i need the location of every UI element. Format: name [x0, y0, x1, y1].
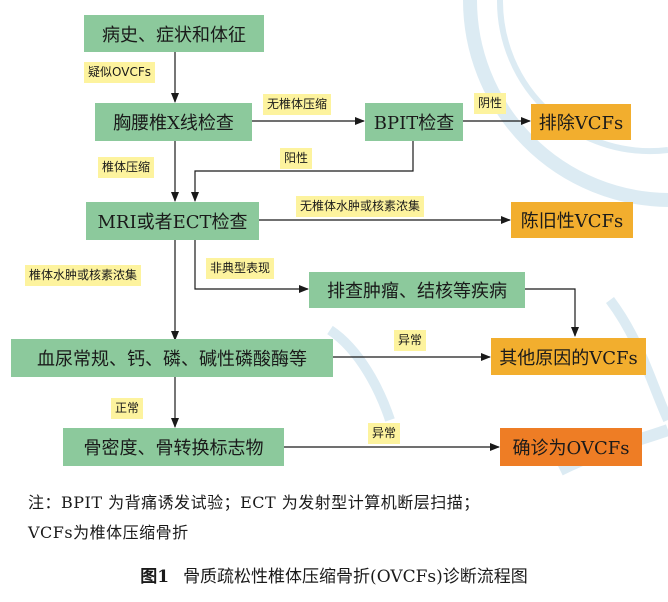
- label-bone-abnormal: 异常: [368, 423, 401, 444]
- label-normal: 正常: [111, 398, 144, 419]
- node-old-vcfs: 陈旧性VCFs: [511, 202, 633, 238]
- node-history: 病史、症状和体征: [84, 15, 264, 52]
- label-blood-abnormal: 异常: [394, 330, 427, 351]
- figure-title: 骨质疏松性椎体压缩骨折(OVCFs)诊断流程图: [183, 567, 528, 587]
- node-confirm: 确诊为OVCFs: [500, 428, 642, 466]
- label-bpit-negative: 阴性: [474, 93, 507, 114]
- node-blood: 血尿常规、钙、磷、碱性磷酸酶等: [11, 339, 333, 377]
- edge-bpit-mri: [191, 141, 414, 202]
- edge-tumor-other: [525, 288, 579, 337]
- node-tumor: 排查肿瘤、结核等疾病: [309, 272, 525, 308]
- node-mri: MRI或者ECT检查: [86, 202, 259, 240]
- node-exclude: 排除VCFs: [531, 104, 631, 140]
- node-other-vcfs: 其他原因的VCFs: [491, 338, 646, 375]
- label-atypical: 非典型表现: [206, 258, 275, 279]
- footnote: 注：BPIT 为背痛诱发试验；ECT 为发射型计算机断层扫描； VCFs为椎体压…: [28, 488, 648, 548]
- node-xray: 胸腰椎X线检查: [95, 103, 252, 141]
- footnote-line-2: VCFs为椎体压缩骨折: [28, 523, 189, 542]
- figure-caption: 图1 骨质疏松性椎体压缩骨折(OVCFs)诊断流程图: [0, 562, 668, 587]
- label-compression: 椎体压缩: [98, 157, 155, 178]
- label-no-edema: 无椎体水肿或核素浓集: [296, 196, 425, 217]
- node-bpit: BPIT检查: [365, 103, 463, 141]
- label-suspect: 疑似OVCFs: [84, 62, 155, 83]
- label-no-compression: 无椎体压缩: [263, 94, 332, 115]
- figure-number: 图1: [140, 567, 170, 587]
- node-bone: 骨密度、骨转换标志物: [63, 428, 284, 466]
- edge-mri-tumor: [194, 240, 309, 293]
- footnote-line-1: 注：BPIT 为背痛诱发试验；ECT 为发射型计算机断层扫描；: [28, 493, 480, 512]
- label-bpit-positive: 阳性: [280, 148, 313, 169]
- label-edema: 椎体水肿或核素浓集: [25, 265, 142, 286]
